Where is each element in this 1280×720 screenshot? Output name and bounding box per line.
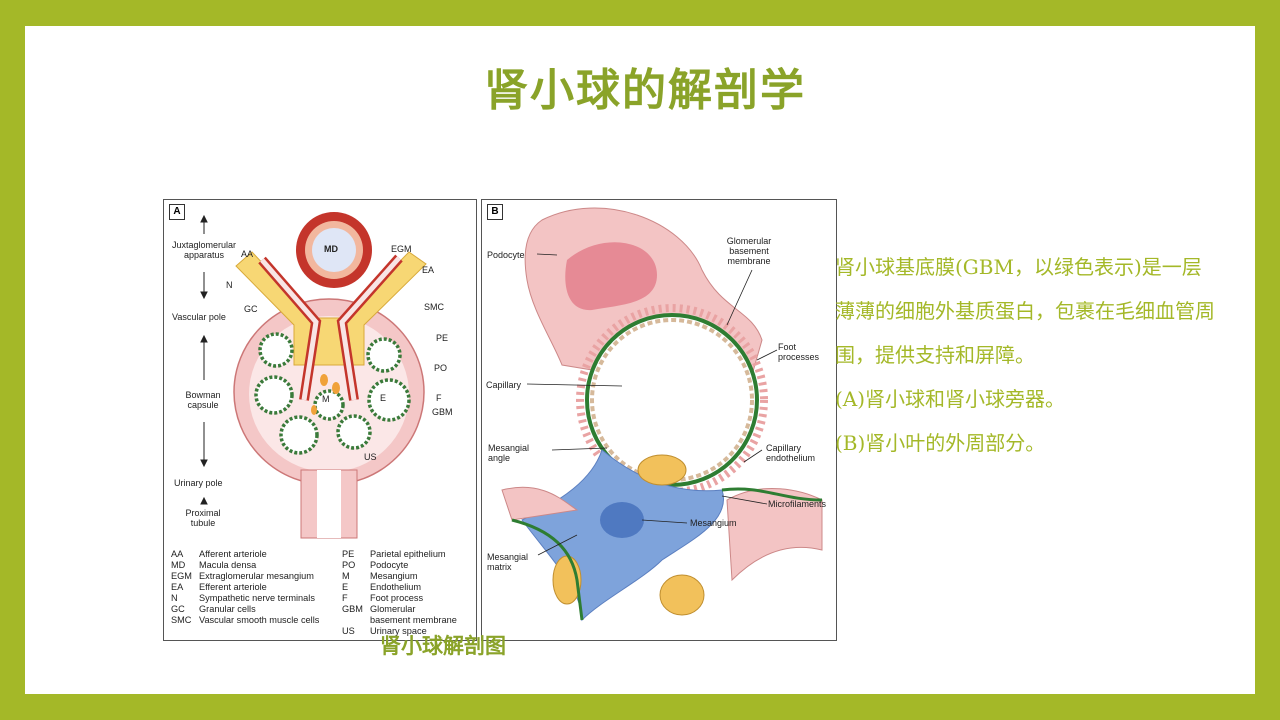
label-aa: AA	[241, 249, 254, 259]
diagram-panel-a: A Juxtaglomerular apparatus Vascular pol…	[163, 199, 477, 641]
figure-caption: 肾小球解剖图	[380, 633, 506, 658]
label-capillary: Capillary	[486, 380, 522, 390]
label-glomerular-basement-membrane: Glomerular basement membrane	[726, 236, 772, 266]
description: 肾小球基底膜(GBM，以绿色表示)是一层薄薄的细胞外基质蛋白，包裹在毛细血管周围…	[835, 245, 1215, 465]
label-vascular-pole: Vascular pole	[172, 312, 226, 322]
label-po: PO	[434, 363, 448, 373]
label-egm: EGM	[391, 244, 412, 254]
label-urinary-pole: Urinary pole	[174, 478, 223, 488]
label-e: E	[380, 393, 387, 403]
glomerulus-illustration	[200, 212, 427, 539]
label-podocyte: Podocyte	[487, 250, 525, 260]
label-ea: EA	[422, 265, 435, 275]
label-pe: PE	[436, 333, 449, 343]
label-us: US	[364, 452, 377, 462]
label-n: N	[226, 280, 233, 290]
label-proximal-tubule: Proximal tubule	[185, 508, 221, 528]
description-paragraph-a: (A)肾小球和肾小球旁器。	[835, 387, 1066, 411]
label-bowman-capsule: Bowman capsule	[185, 390, 221, 410]
label-foot-processes: Foot processes	[778, 342, 820, 362]
label-gbm: GBM	[432, 407, 453, 417]
label-juxtaglomerular-apparatus: Juxtaglomerular apparatus	[171, 240, 237, 260]
description-paragraph-b: (B)肾小叶的外周部分。	[835, 431, 1046, 455]
label-gc: GC	[244, 304, 258, 314]
diagram-panel-b: B Podocyte Glomerular basement membrane …	[481, 199, 837, 641]
lobule-illustration	[501, 207, 823, 622]
label-mesangial-angle: Mesangial angle	[488, 443, 530, 463]
panel-a-tag: A	[169, 204, 185, 220]
label-f: F	[436, 393, 442, 403]
label-microfilaments: Microfilaments	[768, 499, 827, 509]
label-smc: SMC	[424, 302, 444, 312]
panel-b-tag: B	[487, 204, 503, 220]
legend-row: basement membrane	[370, 615, 457, 625]
label-m: M	[322, 394, 330, 404]
label-mesangial-matrix: Mesangial matrix	[487, 552, 529, 572]
label-capillary-endothelium: Capillary endothelium	[766, 443, 816, 463]
page-title: 肾小球的解剖学	[484, 65, 806, 116]
label-mesangium: Mesangium	[690, 518, 737, 528]
label-md: MD	[324, 244, 338, 254]
description-paragraph-gbm: 肾小球基底膜(GBM，以绿色表示)是一层薄薄的细胞外基质蛋白，包裹在毛细血管周围…	[835, 255, 1215, 367]
